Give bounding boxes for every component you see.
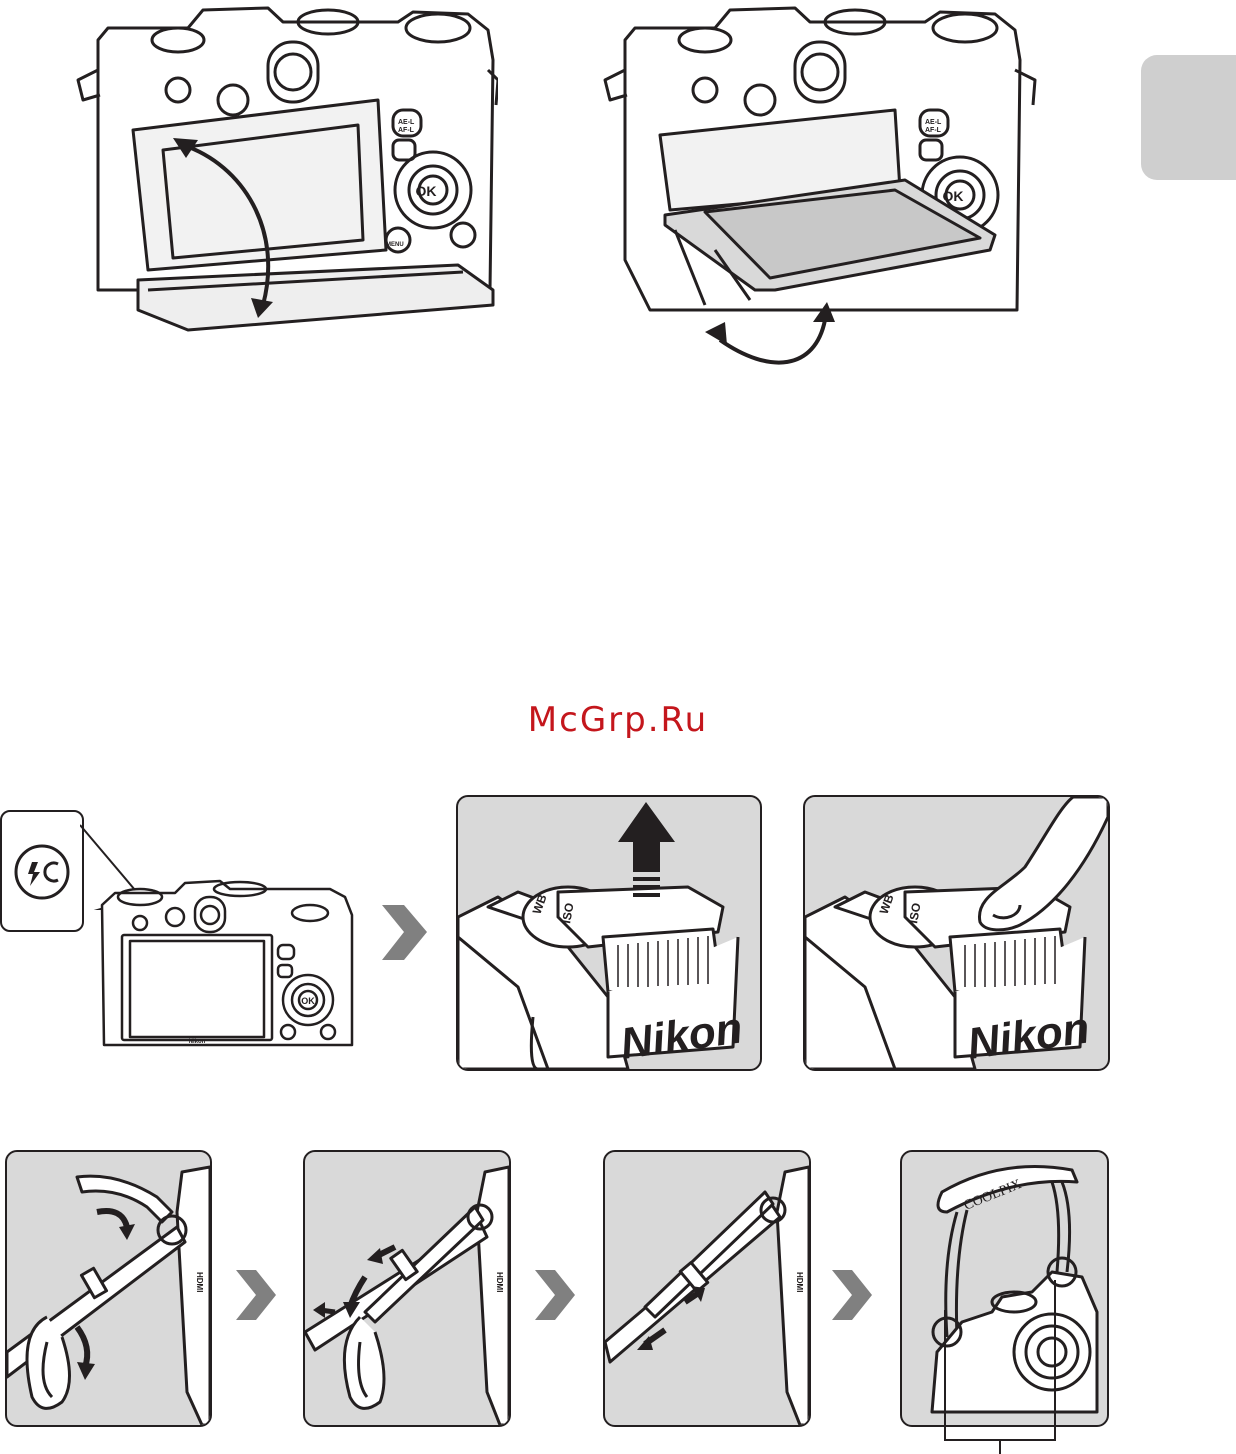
camera-rear-small-illustration: OK Nikon [90,875,360,1055]
menu-button-label: MENU [386,242,404,248]
chevron-right-icon-3 [535,1270,575,1320]
ael-label-2: AE-L [925,119,942,126]
ok-button-label: OK [416,183,437,199]
camera-monitor-tilt-up-illustration: OK AE-L AF-L [595,0,1040,375]
ok-button-label-3: OK [301,996,315,1006]
chevron-right-icon-2 [236,1270,276,1320]
afl-label: AF-L [398,127,415,134]
strap-step-1-panel: HDMI [5,1150,212,1427]
attachment-callout-bracket [935,1270,1065,1454]
brand-small: Nikon [189,1039,206,1045]
strap-step-2-panel: HDMI [303,1150,511,1427]
hdmi-label-3: HDMI [795,1272,804,1292]
ok-button-label-2: OK [943,188,964,204]
hdmi-label-2: HDMI [495,1272,504,1292]
ael-label: AE-L [398,119,415,126]
chevron-right-icon-4 [832,1270,872,1320]
chapter-tab [1141,55,1236,180]
hdmi-label-1: HDMI [195,1272,204,1292]
afl-label-2: AF-L [925,127,942,134]
flash-push-down-panel: WB ISO Nikon [803,795,1110,1071]
chevron-right-icon [382,905,427,960]
watermark-text: McGrp.Ru [0,700,1236,740]
strap-step-3-panel: HDMI [603,1150,811,1427]
flash-button-callout [0,810,84,932]
camera-monitor-tilt-down-illustration: OK AE-L AF-L MENU [68,0,498,345]
flash-pop-up-panel: WB ISO Nikon [456,795,762,1071]
